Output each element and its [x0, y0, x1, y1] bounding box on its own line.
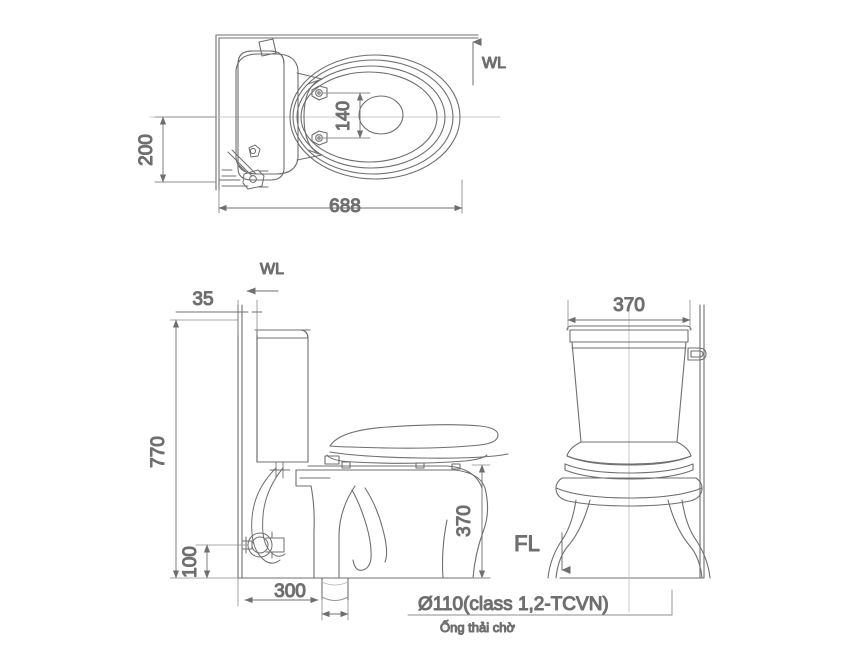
- dim-front-width: 370: [567, 294, 691, 331]
- side-waste-pipe: [321, 577, 349, 602]
- front-view: 370 FL: [514, 294, 711, 613]
- plan-tank: [237, 50, 285, 181]
- side-view: 770 35 WL 100 300: [147, 260, 673, 636]
- dim-label-370-side: 370: [454, 505, 475, 537]
- plan-tank-bowl-link: [296, 72, 323, 161]
- plan-bowl-rim: [289, 54, 461, 180]
- note-waste-pipe-name: Ống thải chờ: [440, 620, 515, 635]
- marker-front-fl: FL: [514, 530, 571, 574]
- plan-tank-body: [235, 53, 299, 175]
- dim-plan-bolt-spacing: 140: [321, 92, 371, 139]
- dim-side-supply-height: 100: [179, 544, 249, 579]
- plan-flush-button[interactable]: [258, 38, 277, 57]
- dim-label-770: 770: [148, 436, 169, 468]
- dim-label-300: 300: [274, 581, 306, 602]
- marker-label-fl: FL: [514, 531, 540, 556]
- front-bowl-rim: [555, 477, 703, 507]
- side-seat-lid: [324, 424, 509, 470]
- plan-wall: [215, 34, 479, 191]
- plan-water-surface: [358, 95, 404, 135]
- dim-plan-length: 688: [218, 179, 463, 218]
- marker-plan-wl: WL: [472, 38, 507, 86]
- plan-supply-fitting: [218, 144, 269, 190]
- dim-side-wall-gap: 35: [175, 288, 263, 336]
- front-flush-lever[interactable]: [687, 347, 707, 361]
- marker-side-wl: WL: [246, 260, 285, 295]
- plan-bowl-back: [303, 78, 323, 156]
- side-wall: [237, 304, 491, 579]
- marker-label-wl-plan: WL: [482, 55, 506, 72]
- dim-label-688: 688: [329, 196, 361, 217]
- dim-side-bowl-height: 370: [453, 464, 491, 579]
- plan-view: 140 688: [135, 34, 507, 218]
- side-tank-outlet: [269, 461, 291, 479]
- side-supply-hose: [251, 467, 286, 564]
- dim-label-370-front: 370: [613, 295, 645, 316]
- note-waste-pipe-spec: Ø110(class 1,2-TCVN): [418, 594, 609, 615]
- dim-side-rough-in: 300: [237, 577, 349, 621]
- note-waste-pipe: Ø110(class 1,2-TCVN) Ống thải chờ: [407, 589, 673, 636]
- marker-label-wl-side: WL: [260, 261, 284, 278]
- dim-label-100: 100: [180, 546, 201, 578]
- side-angle-valve[interactable]: [241, 531, 285, 559]
- side-tank: [256, 329, 309, 463]
- dim-label-200: 200: [136, 134, 157, 166]
- front-tank: [566, 325, 692, 443]
- dim-side-height: 770: [147, 319, 239, 579]
- dim-label-140: 140: [333, 101, 353, 131]
- front-seat-lid: [564, 441, 694, 480]
- dim-plan-offset: 200: [135, 116, 217, 183]
- dim-label-35: 35: [192, 289, 213, 310]
